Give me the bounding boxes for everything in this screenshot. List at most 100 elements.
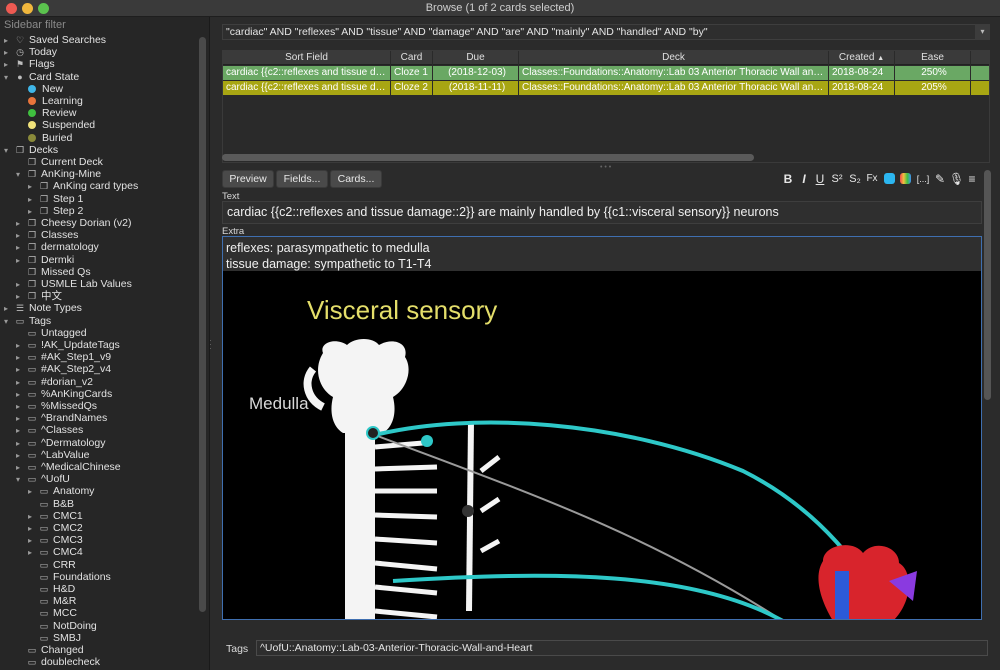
splitter-grip-icon[interactable]: ··· (209, 335, 212, 353)
chevron-right-icon[interactable]: ▸ (28, 524, 33, 533)
sidebar-item-smbj[interactable]: ▭SMBJ (28, 632, 81, 644)
chevron-right-icon[interactable]: ▸ (16, 243, 21, 253)
chevron-right-icon[interactable]: ▸ (16, 341, 21, 350)
sidebar-item-new[interactable]: New (16, 83, 63, 95)
highlight-color-button[interactable] (898, 172, 912, 186)
sidebar-item-crr[interactable]: ▭CRR (28, 559, 76, 571)
chevron-right-icon[interactable]: ▸ (28, 182, 33, 192)
sidebar-item-saved-searches[interactable]: ▸♡Saved Searches (4, 34, 106, 46)
sidebar-item-h-d[interactable]: ▭H&D (28, 583, 75, 595)
chevron-right-icon[interactable]: ▸ (28, 536, 33, 546)
chevron-right-icon[interactable]: ▸ (4, 48, 9, 58)
sidebar-item-dermatology[interactable]: ▸▭^Dermatology (16, 437, 105, 449)
chevron-down-icon[interactable]: ▾ (4, 72, 9, 82)
more-options-icon[interactable]: ≡ (968, 172, 976, 186)
attachment-icon[interactable]: ✎ (934, 172, 946, 186)
chevron-right-icon[interactable]: ▸ (16, 438, 21, 448)
chevron-right-icon[interactable]: ▸ (16, 365, 21, 375)
chevron-right-icon[interactable]: ▸ (16, 426, 21, 436)
sidebar-item-brandnames[interactable]: ▸▭^BrandNames (16, 412, 107, 424)
sidebar-scrollbar[interactable] (199, 37, 206, 612)
sidebar-item-anking-card-types[interactable]: ▸❐AnKing card types (28, 180, 138, 192)
column-due[interactable]: Due (433, 51, 519, 65)
sidebar-item-untagged[interactable]: ▭Untagged (16, 327, 87, 339)
sidebar-item-ankingcards[interactable]: ▸▭%AnKingCards (16, 388, 112, 400)
italic-button[interactable]: I (802, 172, 806, 186)
sidebar-item-usmle-lab-values[interactable]: ▸❐USMLE Lab Values (16, 278, 132, 290)
chevron-down-icon[interactable]: ▾ (4, 316, 9, 326)
sidebar-item-dorian-v2[interactable]: ▸▭#dorian_v2 (16, 376, 93, 388)
chevron-down-icon[interactable]: ▾ (16, 475, 21, 485)
sidebar-item-cmc4[interactable]: ▸▭CMC4 (28, 546, 83, 558)
sidebar-item-flags[interactable]: ▸⚑Flags (4, 58, 55, 70)
chevron-right-icon[interactable]: ▸ (16, 402, 21, 411)
text-field[interactable]: cardiac {{c2::reflexes and tissue damage… (222, 201, 982, 224)
chevron-right-icon[interactable]: ▸ (16, 450, 21, 460)
chevron-right-icon[interactable]: ▸ (28, 194, 33, 204)
column-deck[interactable]: Deck (519, 51, 829, 65)
sidebar-item-cmc2[interactable]: ▸▭CMC2 (28, 522, 83, 534)
sidebar-item-ak-step2-v4[interactable]: ▸▭#AK_Step2_v4 (16, 363, 111, 375)
table-row-selected[interactable]: cardiac {{c2::reflexes and tissue damage… (223, 81, 989, 95)
sidebar-item-labvalue[interactable]: ▸▭^LabValue (16, 449, 90, 461)
chevron-down-icon[interactable]: ▾ (16, 170, 21, 180)
sidebar-item-classes[interactable]: ▸❐Classes (16, 229, 78, 241)
sidebar-item-learning[interactable]: Learning (16, 95, 83, 107)
sidebar-item-cmc1[interactable]: ▸▭CMC1 (28, 510, 83, 522)
sidebar-item-notdoing[interactable]: ▭NotDoing (28, 620, 97, 632)
sidebar-item-ak-step1-v9[interactable]: ▸▭#AK_Step1_v9 (16, 351, 111, 363)
sidebar-item-mcc[interactable]: ▭MCC (28, 607, 77, 619)
sidebar-item-doublecheck[interactable]: ▭doublecheck (16, 656, 100, 668)
microphone-icon[interactable]: 🎙 (949, 172, 965, 186)
chevron-right-icon[interactable]: ▸ (16, 231, 21, 241)
sidebar-item-note-types[interactable]: ▸☰Note Types (4, 302, 82, 314)
cloze-button[interactable]: [...] (916, 174, 930, 184)
sidebar-item-medicalchinese[interactable]: ▸▭^MedicalChinese (16, 461, 121, 473)
chevron-right-icon[interactable]: ▸ (16, 219, 21, 228)
column-sort-field[interactable]: Sort Field (223, 51, 391, 65)
clear-formatting-button[interactable]: Fx (866, 173, 878, 184)
sidebar-item-foundations[interactable]: ▭Foundations (28, 571, 111, 583)
sidebar-item-anatomy[interactable]: ▸▭Anatomy (28, 485, 94, 497)
sidebar-item-review[interactable]: Review (16, 107, 76, 119)
sidebar-item-tags[interactable]: ▾▭Tags (4, 315, 51, 327)
chevron-right-icon[interactable]: ▸ (28, 548, 33, 558)
chevron-right-icon[interactable]: ▸ (4, 60, 9, 70)
chevron-right-icon[interactable]: ▸ (16, 353, 21, 363)
chevron-down-icon[interactable]: ▾ (4, 145, 9, 155)
column-ease[interactable]: Ease (895, 51, 971, 65)
close-window-button[interactable] (6, 3, 17, 14)
chevron-right-icon[interactable]: ▸ (16, 280, 21, 289)
sidebar-item-step-1[interactable]: ▸❐Step 1 (28, 193, 83, 205)
sidebar-item-current-deck[interactable]: ❐Current Deck (16, 156, 103, 168)
zoom-window-button[interactable] (38, 3, 49, 14)
sidebar-item-cheesy-dorian-v2[interactable]: ▸❐Cheesy Dorian (v2) (16, 217, 131, 229)
column-created[interactable]: Created ▲ (829, 51, 895, 65)
sidebar-item-decks[interactable]: ▾❐Decks (4, 144, 58, 156)
sidebar-item-missed-qs[interactable]: ❐Missed Qs (16, 266, 91, 278)
search-input[interactable]: "cardiac" AND "reflexes" AND "tissue" AN… (222, 24, 990, 40)
sidebar-item-classes[interactable]: ▸▭^Classes (16, 424, 83, 436)
chevron-right-icon[interactable]: ▸ (28, 487, 33, 497)
sidebar-item-suspended[interactable]: Suspended (16, 119, 95, 131)
cards-button[interactable]: Cards... (330, 170, 382, 188)
bold-button[interactable]: B (783, 172, 793, 186)
table-horizontal-scrollbar[interactable] (222, 154, 754, 161)
minimize-window-button[interactable] (22, 3, 33, 14)
subscript-button[interactable]: S₂ (849, 173, 861, 185)
chevron-right-icon[interactable]: ▸ (16, 463, 21, 472)
sidebar-item-missedqs[interactable]: ▸▭%MissedQs (16, 400, 97, 412)
sidebar-splitter[interactable] (210, 17, 220, 670)
sidebar-item-dermki[interactable]: ▸❐Dermki (16, 254, 74, 266)
sidebar-item-changed[interactable]: ▭Changed (16, 644, 84, 656)
sidebar-item-dermatology[interactable]: ▸❐dermatology (16, 241, 99, 253)
chevron-right-icon[interactable]: ▸ (16, 414, 21, 424)
chevron-right-icon[interactable]: ▸ (28, 511, 33, 521)
sidebar-filter-input[interactable]: Sidebar filter (4, 19, 66, 31)
sidebar-item-today[interactable]: ▸◷Today (4, 46, 57, 58)
extra-field[interactable]: reflexes: parasympathetic to medulla tis… (222, 236, 982, 620)
editor-splitter[interactable]: • • • (600, 164, 612, 171)
chevron-right-icon[interactable]: ▸ (16, 389, 21, 399)
sidebar-item-cmc3[interactable]: ▸▭CMC3 (28, 534, 83, 546)
column-card[interactable]: Card (391, 51, 433, 65)
